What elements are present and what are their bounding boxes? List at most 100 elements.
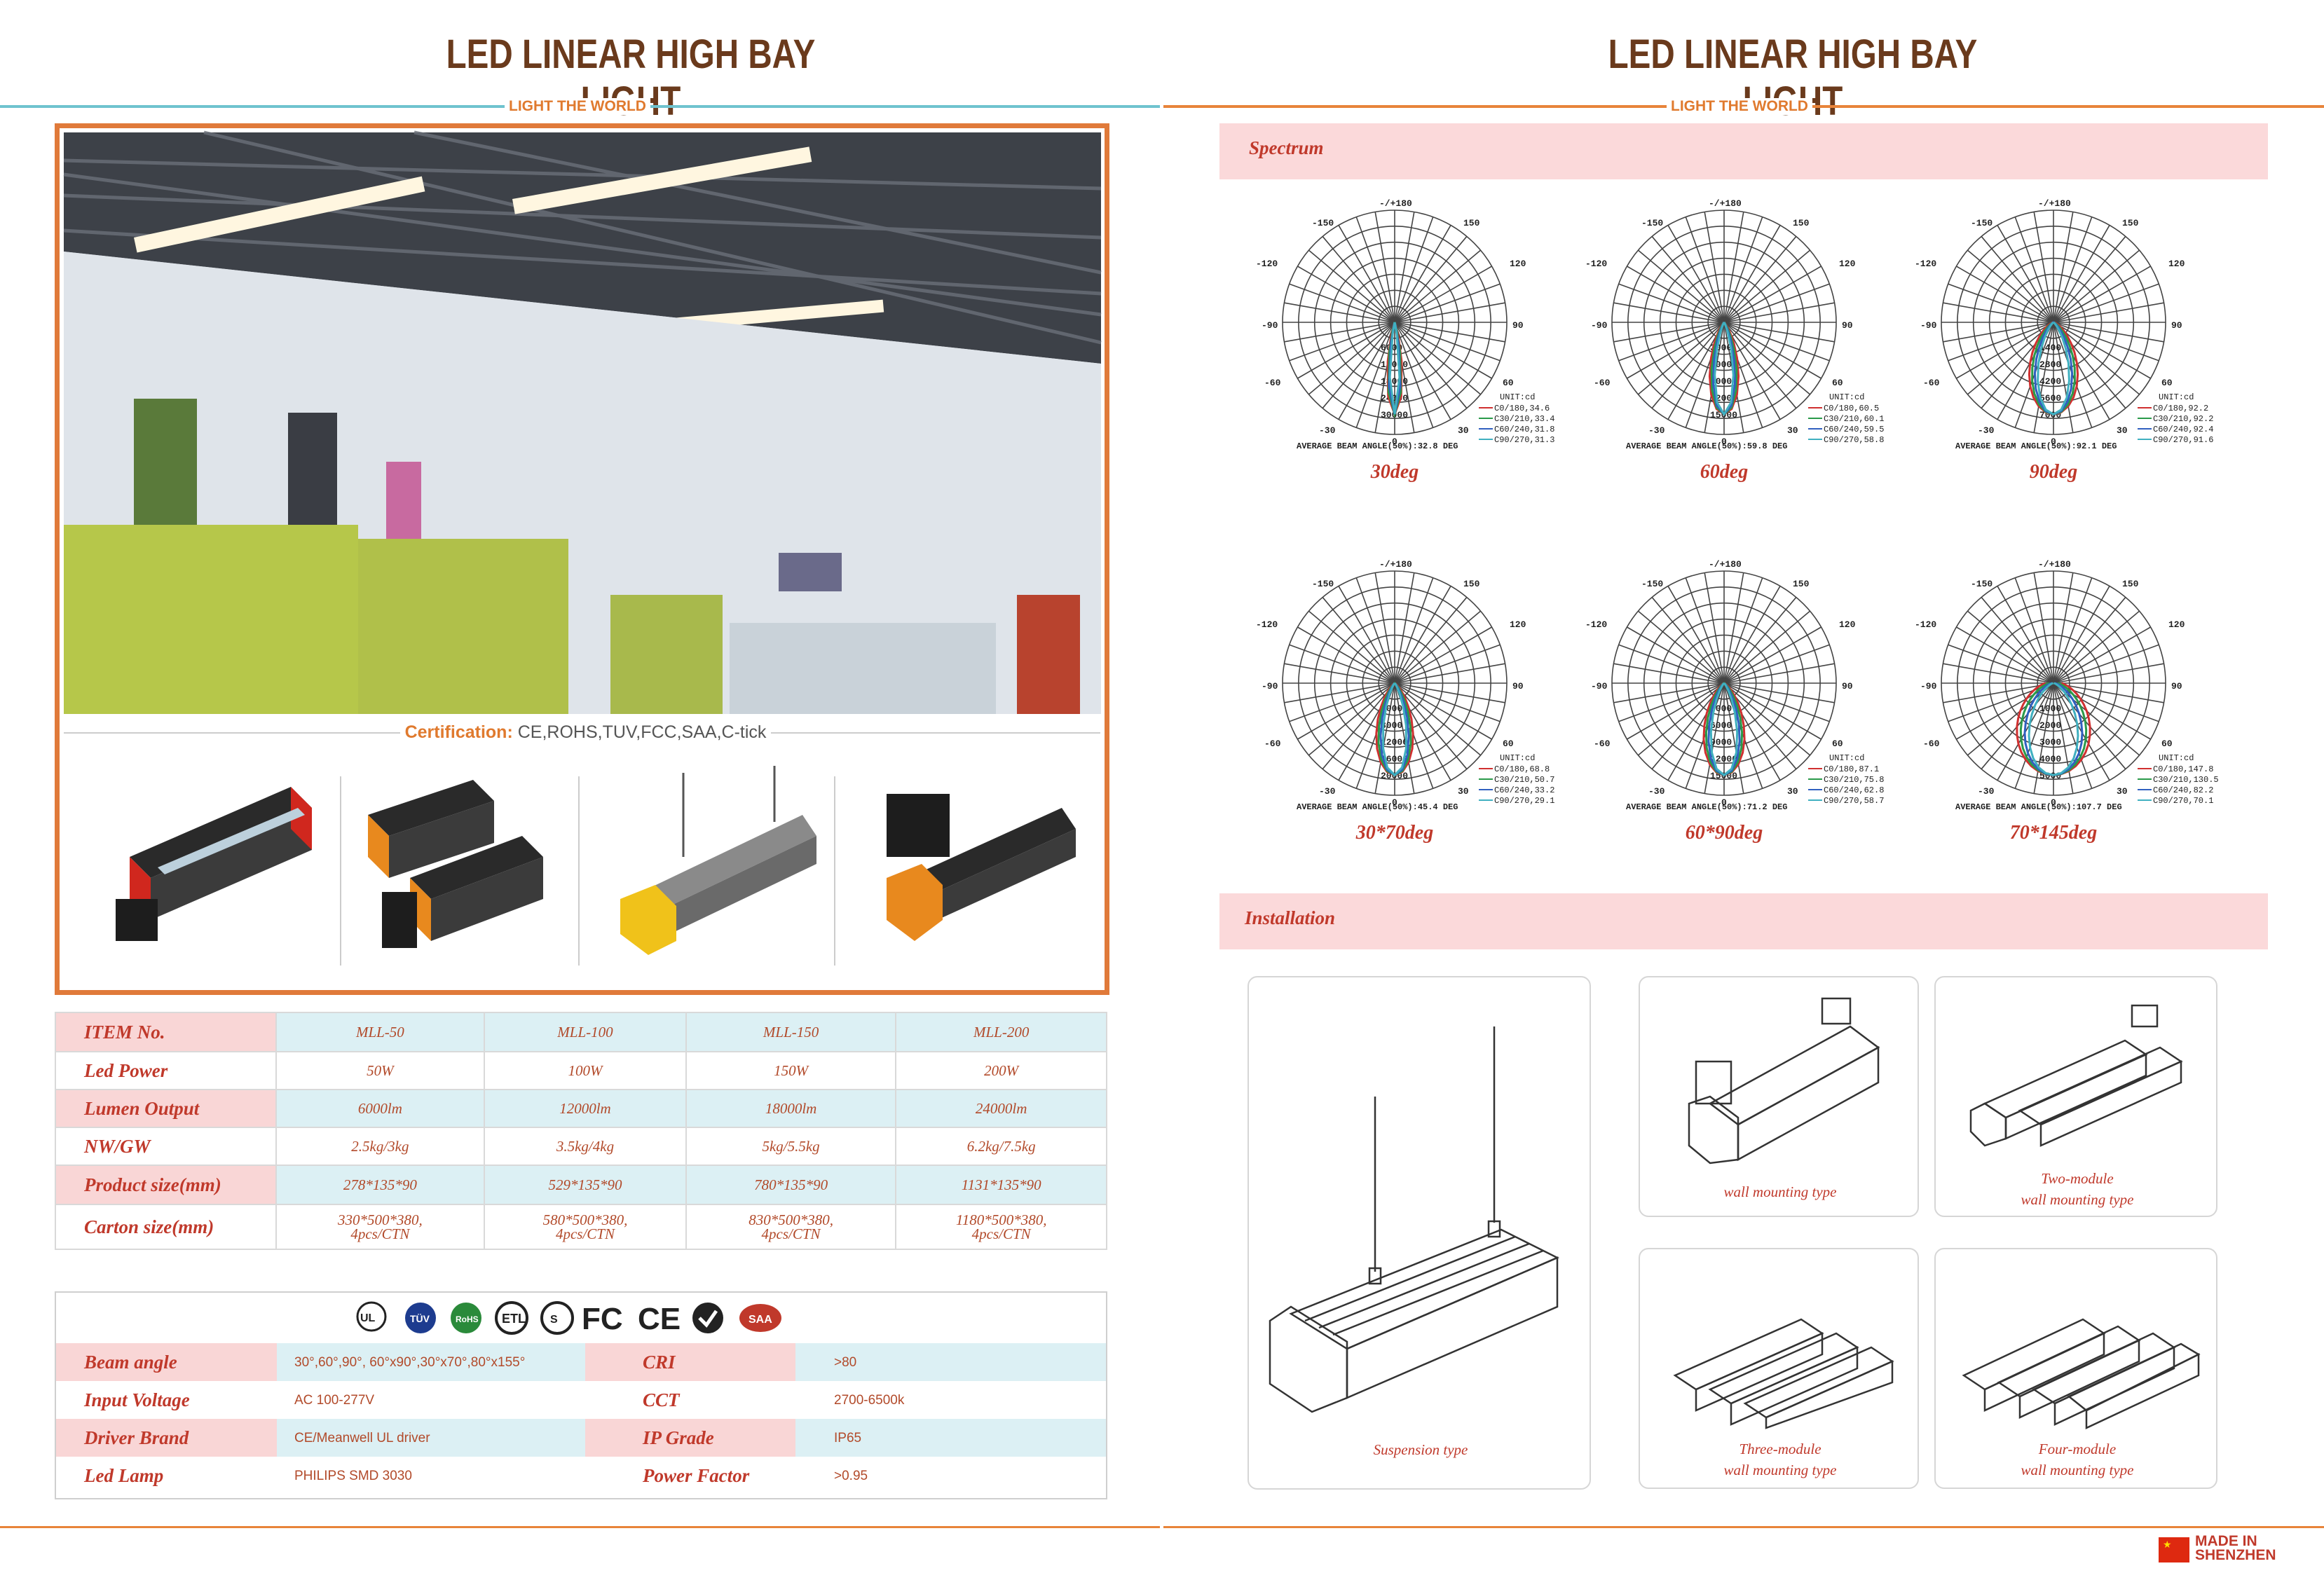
polar-curve: [1388, 322, 1401, 415]
polar-caption: 60*90deg: [1686, 822, 1763, 844]
polar-legend-entry: C30/210,92.2: [2153, 414, 2213, 424]
polar-angle-label: -120: [1256, 619, 1278, 630]
feature-key: IP Grade: [643, 1427, 714, 1448]
spec-cell: 830*500*380, 4pcs/CTN: [685, 1204, 897, 1250]
spec-cell: 780*135*90: [685, 1165, 897, 1205]
feature-value: CE/Meanwell UL driver: [294, 1431, 430, 1445]
spec-cell: 12000lm: [484, 1089, 687, 1128]
right-footer-rule: [1163, 1526, 2324, 1528]
spec-cell: 24000lm: [895, 1089, 1107, 1128]
polar-unit: UNIT:cd: [1500, 392, 1535, 402]
polar-unit: UNIT:cd: [1500, 753, 1535, 763]
polar-angle-label: 120: [1510, 259, 1526, 269]
c-tick-icon: [692, 1303, 723, 1333]
polar-ring-value: 5600: [2039, 393, 2061, 404]
feature-value: >80: [834, 1355, 857, 1370]
product-orange-wall-mount: [887, 794, 1076, 941]
polar-ring-value: 1400: [2039, 343, 2061, 353]
polar-legend-entry: C60/240,33.2: [1494, 785, 1554, 795]
polar-curve: [2028, 682, 2079, 776]
polar-caption: 30*70deg: [1355, 822, 1433, 844]
polar-legend-entry: C0/180,68.8: [1494, 764, 1550, 774]
polar-ring-value: 12000: [1710, 754, 1737, 764]
spec-cell: 3.5kg/4kg: [484, 1127, 687, 1166]
svg-text:ETL: ETL: [502, 1312, 526, 1326]
polar-legend-entry: C30/210,60.1: [1824, 414, 1884, 424]
feature-value: 30°,60°,90°, 60°x90°,30°x70°,80°x155°: [294, 1355, 526, 1370]
spectrum-band: Spectrum: [1219, 123, 2268, 179]
install-card-three-module: Three-module wall mounting type: [1639, 1248, 1919, 1489]
svg-text:UL: UL: [360, 1312, 376, 1324]
polar-legend-entry: C0/180,87.1: [1824, 764, 1879, 774]
polar-angle-label: -/+180: [1379, 559, 1412, 570]
install-label: wall mounting type: [1723, 1183, 1837, 1200]
polar-legend-entry: C90/270,70.1: [2153, 796, 2213, 806]
install-label: Suspension type: [1373, 1441, 1468, 1458]
polar-average-beam-angle: AVERAGE BEAM ANGLE(50%):107.7 DEG: [1955, 802, 2122, 812]
spec-cell: 100W: [484, 1051, 687, 1090]
spec-cell: 6000lm: [275, 1089, 486, 1128]
three-module-drawing: [1673, 1318, 1894, 1429]
polar-angle-label: -/+180: [1379, 198, 1412, 209]
polar-angle-label: -120: [1585, 259, 1607, 269]
install-card-wall: wall mounting type: [1639, 976, 1919, 1217]
polar-angle-label: -/+180: [2038, 559, 2071, 570]
polar-legend-entry: C90/270,29.1: [1494, 796, 1554, 806]
spec-cell: 2.5kg/3kg: [275, 1127, 486, 1166]
spec-cell: 278*135*90: [275, 1165, 486, 1205]
four-module-drawing: [1962, 1318, 2201, 1429]
polar-angle-label: 150: [2122, 218, 2139, 228]
feature-key: Led Lamp: [84, 1465, 164, 1486]
polar-unit: UNIT:cd: [2159, 753, 2194, 763]
polar-ring-value: 4200: [2039, 376, 2061, 387]
certification-value: CE,ROHS,TUV,FCC,SAA,C-tick: [512, 722, 767, 742]
polar-angle-label: 60: [1503, 739, 1514, 749]
install-label: Two-module wall mounting type: [2021, 1170, 2134, 1208]
polar-angle-label: 30: [1787, 786, 1798, 797]
feature-key: Input Voltage: [84, 1389, 190, 1410]
install-label: Four-module wall mounting type: [2021, 1441, 2134, 1478]
star-icon: ★: [2163, 1539, 2172, 1550]
rohs-icon: RoHS: [451, 1303, 481, 1333]
spec-cell: MLL-200: [895, 1012, 1107, 1052]
feature-key: Beam angle: [84, 1352, 177, 1373]
polar-ring-value: 3000: [2039, 737, 2061, 748]
polar-unit: UNIT:cd: [2159, 392, 2194, 402]
right-tagline: LIGHT THE WORLD: [1667, 98, 1812, 115]
polar-angle-label: -30: [1648, 425, 1665, 436]
polar-angle-label: -/+180: [1709, 559, 1742, 570]
polar-angle-label: -60: [1923, 378, 1940, 388]
polar-unit: UNIT:cd: [1829, 753, 1864, 763]
polar-angle-label: -/+180: [2038, 198, 2071, 209]
polar-curve: [1714, 321, 1735, 417]
spec-label: Carton size(mm): [55, 1204, 277, 1250]
svg-text:CE: CE: [638, 1302, 681, 1336]
polar-angle-label: 120: [2168, 259, 2185, 269]
polar-curve: [1382, 682, 1407, 777]
polar-angle-label: 0: [1721, 797, 1727, 808]
ce-icon: CE: [638, 1302, 681, 1336]
polar-legend-entry: C30/210,75.8: [1824, 775, 1884, 785]
spec-cell: MLL-50: [275, 1012, 486, 1052]
polar-legend-entry: C0/180,34.6: [1494, 404, 1550, 413]
polar-angle-label: 0: [1392, 797, 1397, 808]
polar-angle-label: -90: [1591, 681, 1608, 692]
polar-angle-label: 30: [1458, 425, 1469, 436]
polar-angle-label: -30: [1978, 425, 1995, 436]
saa-map-icon: SAA: [739, 1304, 781, 1332]
polar-legend-entry: C60/240,62.8: [1824, 785, 1884, 795]
spec-cell: 200W: [895, 1051, 1107, 1090]
spec-cell: 6.2kg/7.5kg: [895, 1127, 1107, 1166]
spec-cell: 580*500*380, 4pcs/CTN: [484, 1204, 687, 1250]
polar-angle-label: 90: [2171, 320, 2182, 331]
polar-angle-label: 120: [1839, 259, 1856, 269]
install-card-suspension: Suspension type: [1248, 976, 1591, 1490]
tuv-icon: TÜV: [405, 1303, 436, 1333]
spec-cell: 18000lm: [685, 1089, 897, 1128]
polar-legend-entry: C60/240,59.5: [1824, 425, 1884, 434]
spec-row-led-power: Led Power 50W 100W 150W 200W: [55, 1051, 1107, 1090]
polar-angle-label: 150: [1463, 579, 1480, 589]
